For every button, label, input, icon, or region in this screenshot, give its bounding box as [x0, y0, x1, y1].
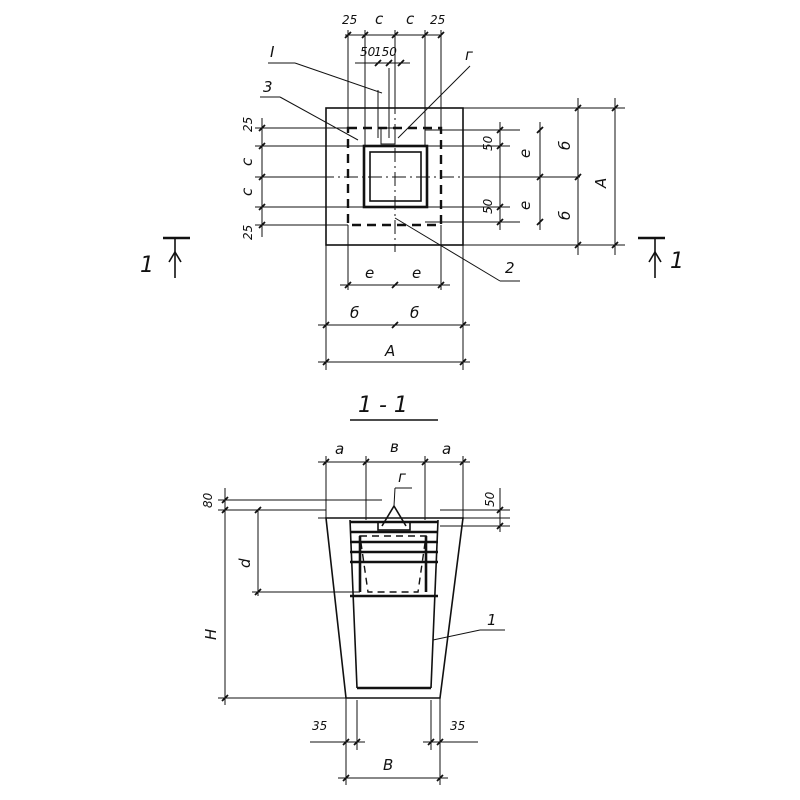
plan-left-dim-25-bottom: 25 [241, 225, 255, 240]
section-inner-wall-right [430, 519, 439, 689]
plan-left-dim-25-top: 25 [241, 117, 255, 132]
section-callout-1: 1 [487, 611, 497, 629]
callout-3: 3 [263, 78, 273, 96]
plan-lifting-loop [380, 127, 396, 145]
section-inner-wall-left [349, 519, 358, 689]
callout-I: I [270, 43, 275, 61]
section-title: 1 - 1 [358, 393, 408, 418]
section-body-outline [325, 517, 464, 699]
svg-text:1: 1 [140, 253, 154, 278]
plan-top-dim-25-left: 25 [342, 13, 357, 27]
plan-right-dim-50-bottom: 50 [481, 198, 495, 214]
section-left-dim-80: 80 [201, 492, 215, 508]
plan-view: 25 c c 25 50 150 I 3 г 2 [140, 10, 684, 370]
plan-right-dim-e-bottom: e [516, 201, 534, 210]
plan-bottom-dim-e-left: e [365, 264, 374, 282]
plan-left-dim-c-top: c [238, 157, 256, 166]
section-bottom-dim-35-left: 35 [312, 719, 327, 733]
section-callout-g: г [398, 468, 406, 486]
plan-bottom-dim-b-right: б [410, 304, 419, 322]
section-mark-right: 1 [638, 236, 684, 278]
section-top-dim-a-left: a [335, 440, 344, 458]
section-left-dim-d: d [236, 558, 254, 568]
plan-right-dim-A: A [592, 178, 610, 189]
plan-top-dim-c-right: c [406, 10, 415, 28]
plan-bottom-dim-e-right: e [412, 264, 421, 282]
section-bottom-dim-35-right: 35 [450, 719, 465, 733]
plan-right-dim-50-top: 50 [481, 135, 495, 151]
section-left-dim-H: H [202, 629, 220, 640]
callout-2: 2 [505, 259, 515, 277]
section-mark-left: 1 [140, 236, 190, 278]
plan-right-dim-b-bottom: б [556, 211, 574, 220]
plan-top-dim-25-right: 25 [430, 13, 445, 27]
svg-text:1: 1 [670, 249, 684, 274]
section-top-dim-b-middle: в [390, 438, 399, 456]
plan-right-dim-b-top: б [556, 141, 574, 150]
plan-dim-150: 150 [374, 45, 397, 59]
section-bottom-dim-B: B [383, 756, 393, 774]
section-right-dim-50: 50 [483, 491, 497, 507]
plan-bottom-dim-b-left: б [350, 304, 359, 322]
plan-left-dim-c-bottom: c [238, 187, 256, 196]
section-view: 1 - 1 a в a [201, 393, 510, 785]
section-socket [359, 535, 427, 593]
plan-bottom-dim-A: A [384, 342, 395, 360]
callout-g-top: г [465, 46, 473, 64]
plan-right-dim-e-top: e [516, 149, 534, 158]
plan-dim-50: 50 [360, 45, 376, 59]
plan-top-dim-c-left: c [375, 10, 384, 28]
section-top-dim-a-right: a [442, 440, 451, 458]
